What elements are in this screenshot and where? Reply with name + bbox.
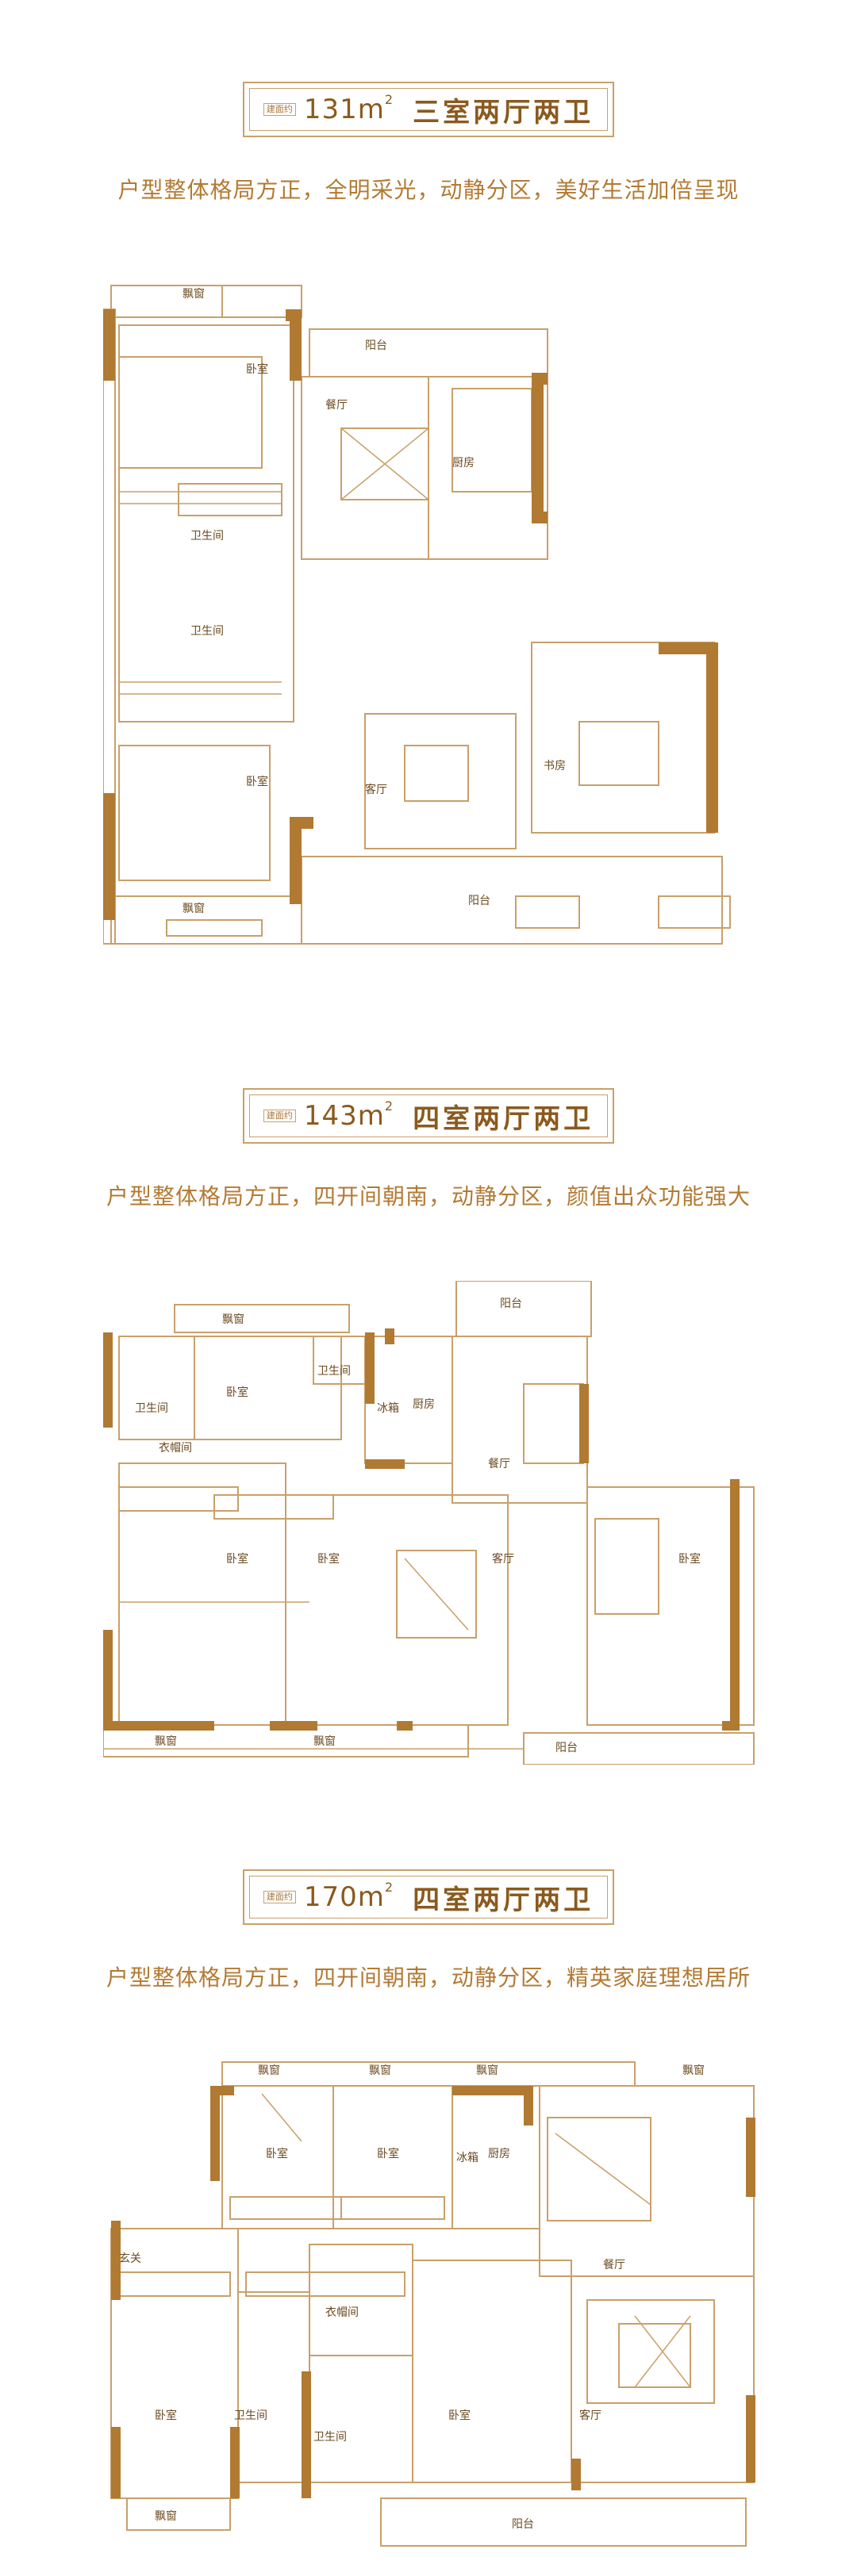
room-label: 餐厅 — [603, 2259, 625, 2271]
room-label: 卧室 — [226, 1552, 248, 1566]
plan-title-box: 建面约 170m2 四室两厅两卫 — [243, 1869, 614, 1925]
area-value: 170m2 — [303, 1880, 394, 1913]
layout-type: 三室两厅两卫 — [413, 96, 594, 128]
room-label: 卧室 — [317, 1552, 340, 1566]
room-label: 厨房 — [452, 457, 475, 470]
floor-plan-131: 飘窗 卧室 阳台 餐厅 厨房 卫生间 卫生间 客厅 书房 卧室 飘窗 阳台 — [103, 285, 731, 945]
room-label: 阳台 — [500, 1298, 522, 1310]
room-label: 飘窗 — [155, 2509, 177, 2523]
room-label: 冰箱 — [456, 2152, 478, 2164]
room-label: 卧室 — [266, 2147, 288, 2160]
room-label: 飘窗 — [313, 1735, 336, 1748]
room-label: 客厅 — [365, 783, 387, 796]
area-badge: 建面约 — [263, 1891, 296, 1903]
room-label: 阳台 — [555, 1742, 578, 1754]
room-label: 卧室 — [246, 362, 268, 376]
room-label: 餐厅 — [488, 1458, 510, 1470]
area-badge: 建面约 — [263, 103, 296, 116]
area-value: 131m2 — [303, 92, 394, 125]
room-label: 阳台 — [512, 2518, 534, 2531]
room-label: 飘窗 — [155, 1735, 177, 1748]
room-label: 卫生间 — [317, 1365, 351, 1378]
plan-description: 户型整体格局方正，全明采光，动静分区，美好生活加倍呈现 — [117, 177, 740, 203]
room-label: 卫生间 — [313, 2431, 347, 2444]
room-label: 客厅 — [579, 2409, 601, 2422]
room-label: 飘窗 — [183, 902, 205, 915]
plan-title-box: 建面约 143m2 四室两厅两卫 — [243, 1088, 614, 1144]
layout-type: 四室两厅两卫 — [413, 1102, 594, 1135]
room-label: 卧室 — [155, 2409, 177, 2422]
room-label: 餐厅 — [325, 399, 348, 412]
room-label: 玄关 — [119, 2252, 141, 2265]
plan-description: 户型整体格局方正，四开间朝南，动静分区，精英家庭理想居所 — [106, 1965, 751, 1991]
room-label: 飘窗 — [682, 2064, 705, 2077]
room-label: 飘窗 — [258, 2064, 280, 2077]
room-label: 卧室 — [226, 1386, 248, 1399]
room-label: 卫生间 — [135, 1402, 168, 1415]
room-label: 卫生间 — [190, 625, 224, 638]
room-label: 冰箱 — [377, 1402, 399, 1415]
room-label: 飘窗 — [369, 2064, 391, 2077]
room-label: 卫生间 — [190, 530, 224, 542]
room-label: 飘窗 — [476, 2064, 498, 2077]
room-label: 书房 — [544, 760, 566, 772]
room-label: 卧室 — [377, 2147, 399, 2160]
plan-description: 户型整体格局方正，四开间朝南，动静分区，颜值出众功能强大 — [106, 1183, 751, 1209]
layout-type: 四室两厅两卫 — [413, 1884, 594, 1916]
room-label: 卫生间 — [234, 2409, 267, 2422]
room-label: 衣帽间 — [325, 2306, 359, 2319]
room-label: 阳台 — [365, 339, 387, 352]
room-label: 阳台 — [468, 895, 490, 907]
area-value: 143m2 — [303, 1098, 394, 1132]
room-label: 衣帽间 — [159, 1442, 192, 1455]
room-label: 客厅 — [492, 1552, 514, 1566]
plan-title-box: 建面约 131m2 三室两厅两卫 — [243, 82, 614, 137]
room-label: 飘窗 — [222, 1313, 244, 1326]
room-label: 飘窗 — [183, 287, 205, 301]
room-label: 厨房 — [413, 1398, 435, 1411]
room-label: 厨房 — [488, 2148, 510, 2160]
room-label: 卧室 — [678, 1552, 701, 1566]
area-badge: 建面约 — [263, 1110, 296, 1122]
room-label: 卧室 — [246, 775, 268, 788]
floor-plan-170: 飘窗 飘窗 飘窗 飘窗 卧室 卧室 冰箱 厨房 餐厅 玄关 衣帽间 卧室 卫生间… — [110, 2061, 755, 2547]
floor-plan-143: 飘窗 卫生间 阳台 卫生间 卧室 冰箱 厨房 餐厅 衣帽间 卧室 卧室 客厅 卧… — [103, 1281, 755, 1765]
room-label: 卧室 — [448, 2409, 471, 2422]
